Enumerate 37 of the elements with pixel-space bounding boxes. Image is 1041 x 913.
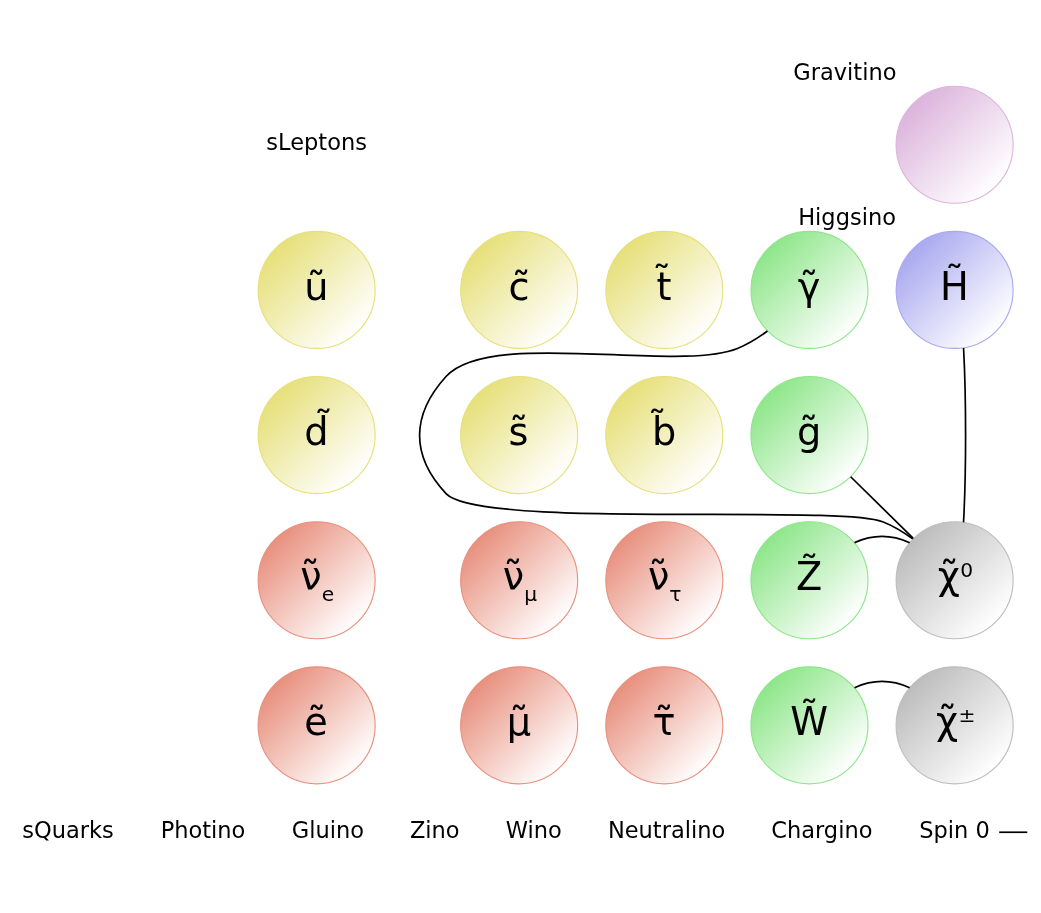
node-circle: τ̃ xyxy=(605,665,724,784)
connector xyxy=(418,329,914,540)
node-circle: t̃ xyxy=(605,230,724,349)
node-circle: ũ xyxy=(257,230,376,349)
label: Wino xyxy=(505,816,562,843)
node-circle: W̃ xyxy=(750,665,869,784)
node-circle: χ̃$^{0}$ xyxy=(895,520,1014,639)
node-circle: d̃ xyxy=(257,375,376,494)
node-circle: ν̃$_{e}$ xyxy=(257,520,376,639)
node-circle: γ̃ xyxy=(750,230,869,349)
label: sQuarks xyxy=(22,816,114,843)
label: Neutralino xyxy=(607,816,726,843)
node-circle: Z̃ xyxy=(750,520,869,639)
connector xyxy=(853,534,911,544)
node-label: Higgsino xyxy=(798,203,896,230)
label: sLeptons xyxy=(266,128,367,155)
node-text: Spin 0 xyxy=(919,816,990,843)
connector xyxy=(853,680,911,689)
node-circle: μ̃ xyxy=(460,665,579,784)
label: Gluino xyxy=(291,816,365,843)
label: Chargino xyxy=(771,816,873,843)
connector xyxy=(998,830,1029,833)
label: Zino xyxy=(409,816,460,843)
node-circle: H̃ xyxy=(895,230,1014,349)
node-circle: c̃ xyxy=(460,230,579,349)
node-circle: b̃ xyxy=(605,375,724,494)
node-label: Gravitino xyxy=(793,58,897,84)
node-circle: ν̃$_{μ}$ xyxy=(460,520,579,639)
label: Photino xyxy=(160,816,246,843)
node-circle xyxy=(895,85,1014,204)
connector xyxy=(962,346,967,523)
node-circle: χ̃$^{±}$ xyxy=(895,665,1014,784)
connector xyxy=(849,475,915,539)
node-circle: ν̃$_{τ}$ xyxy=(605,520,724,639)
node-circle: s̃ xyxy=(460,375,579,494)
node-circle: ẽ xyxy=(257,665,376,784)
node-circle: g̃ xyxy=(750,375,869,494)
